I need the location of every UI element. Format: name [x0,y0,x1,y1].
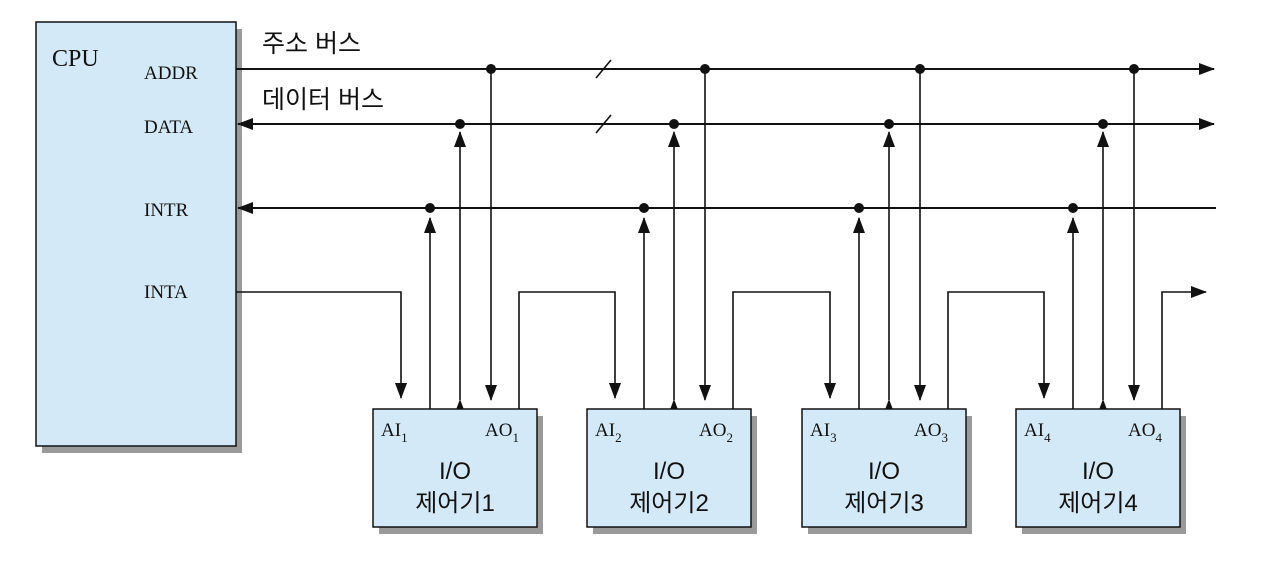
addr-junction-3 [915,64,925,74]
io-controller-box [1015,408,1181,528]
address-bus-label: 주소 버스 [262,30,361,58]
ai-port-subscript: 2 [615,430,622,445]
ao-port-subscript: 1 [512,430,519,445]
cpu-signal-intr: INTR [144,200,189,221]
addr-junction-1 [486,64,496,74]
ai-port-base: AI [381,420,401,441]
ao-port-base: AO [914,420,941,441]
daisy-chain-wire-3 [947,291,1050,409]
data-bus-label: 데이터 버스 [262,86,384,114]
data-bus-width-slash [595,114,612,134]
addr-junction-2 [700,64,710,74]
ai-port-label: AI1 [381,420,408,445]
address-bus-width-slash [595,59,612,79]
daisy-chain-wire-1 [518,291,621,409]
intr-junction-3 [854,203,864,213]
intr-junction-1 [425,203,435,213]
io-controller-name: 제어기2 [629,490,709,517]
data-junction-3 [884,119,894,129]
data-junction-2 [669,119,679,129]
ao-port-label: AO4 [1128,420,1162,445]
io-controller-name: 제어기1 [415,490,495,517]
io-controller-name: 제어기3 [844,490,924,517]
io-controller-box [801,408,967,528]
ai-port-label: AI4 [1024,420,1051,445]
cpu-signal-inta: INTA [144,282,188,303]
ai-port-subscript: 4 [1044,430,1051,445]
daisy-chain-wire-2 [732,291,836,409]
addr-junction-4 [1129,64,1139,74]
ai-port-label: AI3 [810,420,837,445]
cpu-block: CPU ADDR DATA INTR INTA [35,21,242,453]
ao-port-subscript: 4 [1155,430,1162,445]
ai-port-label: AI2 [595,420,622,445]
intr-junction-4 [1068,203,1078,213]
intr-junction-2 [639,203,649,213]
ai-port-base: AI [810,420,830,441]
cpu-label: CPU [52,46,99,72]
ao-port-base: AO [1128,420,1155,441]
ao-port-subscript: 2 [726,430,733,445]
ao-port-subscript: 3 [941,430,948,445]
data-junction-4 [1098,119,1108,129]
ai-port-base: AI [1024,420,1044,441]
ai-port-subscript: 1 [401,430,408,445]
cpu-box [35,21,237,447]
ao-port-label: AO3 [914,420,948,445]
io-controller-name: 제어기4 [1058,490,1138,517]
cpu-signal-data: DATA [144,117,193,138]
ao-port-base: AO [699,420,726,441]
io-controller-box [586,408,752,528]
io-controller-title: I/O [653,458,685,485]
io-controller-title: I/O [868,458,900,485]
daisy-chain-wire-4 [1161,286,1207,409]
ao-port-base: AO [485,420,512,441]
ai-port-subscript: 3 [830,430,837,445]
ao-port-label: AO1 [485,420,519,445]
io-controller-box [372,408,538,528]
io-controller-title: I/O [439,458,471,485]
cpu-signal-addr: ADDR [144,63,198,84]
inta-line [236,291,407,399]
io-controller-title: I/O [1082,458,1114,485]
ai-port-base: AI [595,420,615,441]
data-junction-1 [455,119,465,129]
ao-port-label: AO2 [699,420,733,445]
